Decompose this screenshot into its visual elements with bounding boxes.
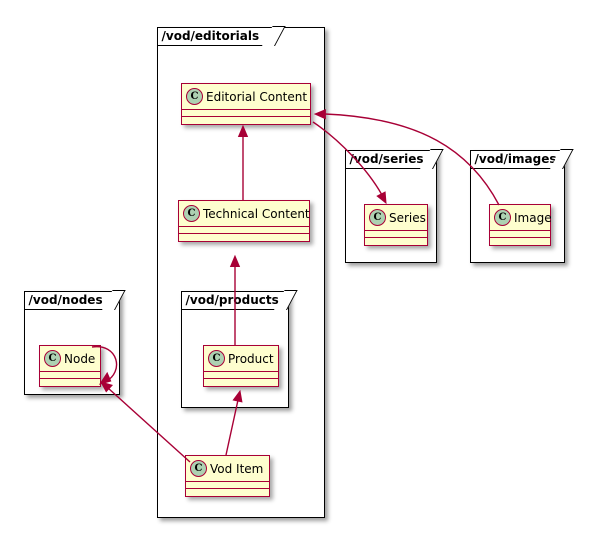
package-tab-vod-series: /vod/series [344,149,433,169]
class-stereotype-letter: C [373,211,382,223]
class-stereotype-letter: C [48,352,57,364]
class-header-image: C Image [490,205,552,231]
class-methods-compartment [204,379,278,386]
class-header-editorial-content: C Editorial Content [182,84,310,110]
class-attributes-compartment [182,110,310,117]
class-attributes-compartment [204,372,278,379]
class-name-vod-item: Vod Item [210,461,264,476]
class-header-series: C Series [365,205,427,231]
class-methods-compartment [490,238,550,245]
class-stereotype-icon: C [208,350,225,367]
class-stereotype-letter: C [498,211,507,223]
class-stereotype-icon: C [369,209,386,226]
class-name-technical-content: Technical Content [203,206,310,221]
class-header-technical-content: C Technical Content [179,201,310,227]
class-methods-compartment [40,379,100,386]
class-product[interactable]: C Product [203,345,279,387]
package-tab-vod-images: /vod/images [469,149,563,169]
class-name-node: Node [64,351,96,366]
class-stereotype-icon: C [183,205,200,222]
class-stereotype-icon: C [44,350,61,367]
class-header-product: C Product [204,346,278,372]
class-stereotype-icon: C [190,460,207,477]
class-technical-content[interactable]: C Technical Content [178,200,310,242]
package-label-vod-images: /vod/images [474,152,557,166]
class-name-series: Series [389,210,426,225]
class-methods-compartment [365,238,427,245]
class-name-image: Image [514,210,552,225]
package-label-vod-nodes: /vod/nodes [28,293,103,307]
class-image[interactable]: C Image [489,204,552,246]
class-stereotype-letter: C [194,462,203,474]
package-tab-vod-products: /vod/products [180,290,287,310]
package-tab-vod-editorials: /vod/editorials [156,26,275,46]
class-vod-item[interactable]: C Vod Item [185,455,270,497]
class-editorial-content[interactable]: C Editorial Content [181,83,311,125]
class-stereotype-letter: C [190,90,199,102]
class-attributes-compartment [490,231,550,238]
class-stereotype-letter: C [212,352,221,364]
class-methods-compartment [179,234,309,241]
package-label-vod-series: /vod/series [349,152,424,166]
class-header-vod-item: C Vod Item [186,456,269,482]
package-label-vod-products: /vod/products [185,293,279,307]
class-series[interactable]: C Series [364,204,428,246]
package-tab-vod-nodes: /vod/nodes [23,290,115,310]
class-stereotype-icon: C [186,88,203,105]
class-name-editorial-content: Editorial Content [206,89,308,104]
class-attributes-compartment [186,482,269,489]
package-label-vod-editorials: /vod/editorials [161,29,260,43]
class-name-product: Product [228,351,274,366]
class-stereotype-letter: C [187,207,196,219]
class-node[interactable]: C Node [39,345,101,387]
class-header-node: C Node [40,346,100,372]
class-attributes-compartment [179,227,309,234]
class-methods-compartment [186,489,269,496]
class-attributes-compartment [40,372,100,379]
class-attributes-compartment [365,231,427,238]
class-methods-compartment [182,117,310,124]
class-stereotype-icon: C [494,209,511,226]
